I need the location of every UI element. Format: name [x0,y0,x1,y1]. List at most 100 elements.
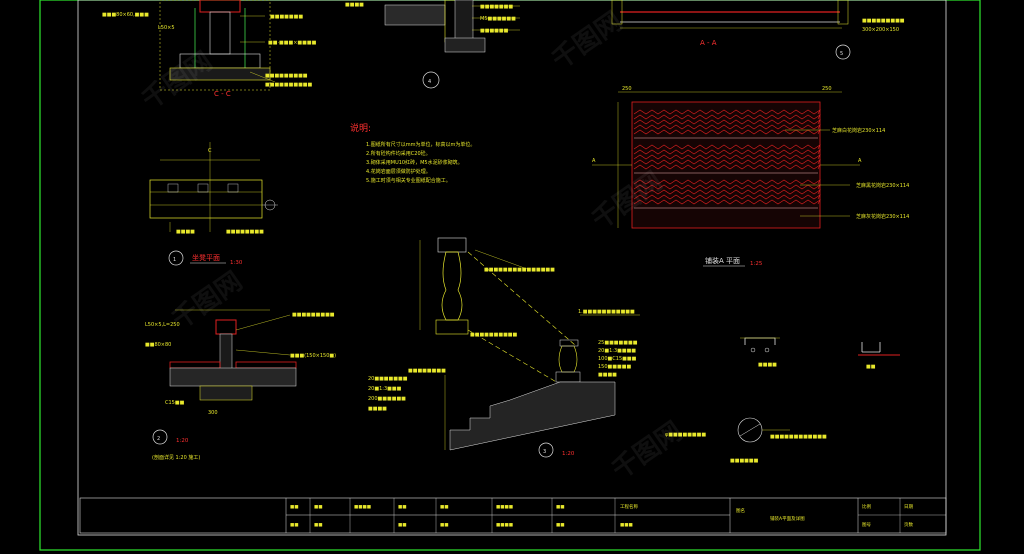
svg-text:■■■■: ■■■■ [345,2,364,8]
plan-a-annotation-3: 芝麻灰花岗岩230×114 [856,213,909,220]
title-block-sheet-label: 页数 [904,521,913,528]
svg-text:150■■■■■: 150■■■■■ [598,364,631,370]
svg-text:■■■(150×150■): ■■■(150×150■) [290,353,336,359]
bench-plan-title: 坐凳平面 [192,253,220,262]
bench-plan-scale: 1:30 [230,260,243,266]
svg-text:■■■■■■■■■■■■: ■■■■■■■■■■■■ [770,434,827,440]
svg-text:■■■■■■■■■: ■■■■■■■■■ [265,73,308,79]
svg-text:■■: ■■ [290,505,299,510]
inner-frame [77,0,947,536]
svg-text:■■: ■■ [440,505,449,510]
svg-text:千图网: 千图网 [547,6,628,75]
svg-text:200■■■■■■: 200■■■■■■ [368,396,406,402]
plan-a-annotation-2: 芝麻黑花岗岩230×114 [856,182,909,189]
svg-text:300×200×150: 300×200×150 [862,27,899,33]
circle-1-number: 1 [173,257,176,263]
svg-text:■■■■■■■■■: ■■■■■■■■■ [862,18,905,24]
circle-1-marker [168,250,184,266]
svg-text:■■■■■■: ■■■■■■ [730,458,759,464]
title-block-scale-label: 比例 [862,503,871,510]
title-block: ■■ ■■ ■■■■ ■■ ■■ ■■■■ ■■ ■■ ■■ ■■ ■■ ■■■… [79,497,947,534]
svg-text:20■1:3■■■: 20■1:3■■■ [368,386,402,392]
herringbone-row [633,189,821,195]
svg-text:■■80×80: ■■80×80 [145,342,171,348]
svg-text:100■C15■■■: 100■C15■■■ [598,356,637,362]
svg-text:M5■■■■■■: M5■■■■■■ [480,16,516,22]
small-bracket-details: ■■■■ ■■ φ■■■■■■■■ ■■■■■■■■■■■■ ■■■■■■ [665,337,900,464]
plan-a-leaders [785,129,850,217]
svg-text:20■■■■■■■: 20■■■■■■■ [368,376,408,382]
svg-text:■■■■: ■■■■ [758,362,777,368]
svg-text:■■: ■■ [556,505,565,510]
svg-text:C15■■: C15■■ [165,400,185,406]
section-cc-label: C - C [214,90,231,98]
section-aa-label: A - A [700,39,717,47]
herringbone-row [633,109,821,115]
svg-text:■■■■■■■■■■: ■■■■■■■■■■ [265,82,313,88]
svg-text:25■■■■■■■: 25■■■■■■■ [598,340,638,346]
bench-plan: ■■■■ ■■■■■■■■ C [149,142,278,235]
svg-text:■■: ■■ [314,505,323,510]
plan-a-scale: 1:25 [750,261,763,267]
svg-text:■■■■■■■■■■: ■■■■■■■■■■ [470,332,518,338]
note-line-2: 2.所有砼构件均采用C20砼。 [366,150,431,157]
herringbone-row [633,154,821,160]
herringbone-row [633,114,821,120]
svg-text:■■■: ■■■ [620,523,633,528]
herringbone-row [633,129,821,135]
note-line-1: 1.图纸所有尺寸以mm为单位，标高以m为单位。 [366,141,475,148]
circle-4-number: 4 [428,79,431,85]
title-block-date-label: 日期 [904,504,913,510]
svg-text:■■■■■■■■: ■■■■■■■■ [226,229,264,235]
svg-text:■■■■■■: ■■■■■■ [480,28,509,34]
section-aa-detail: ■■■■■■■■■ 300×200×150 [611,0,905,33]
svg-text:■■: ■■ [556,523,565,528]
section-cc-detail: ■■■80×60,■■■ ■■■■■■■ ■■·■■■×■■■■ ■■■■■■■… [102,0,317,91]
note-line-5: 5.施工时须与相关专业图纸配合施工。 [366,177,451,184]
svg-text:1.■■■■■■■■■■■: 1.■■■■■■■■■■■ [578,309,635,315]
wall-section-detail: ■■■■■■■ M5■■■■■■ ■■■■■■ ■■■■ [345,0,520,53]
svg-text:■■■■: ■■■■ [496,523,513,528]
title-block-number-label: 图号 [862,522,871,528]
herringbone-hatch [633,109,821,209]
svg-text:20■1:3■■■■: 20■1:3■■■■ [598,348,636,354]
svg-text:■■■■■■■■■■■■■■■: ■■■■■■■■■■■■■■■ [484,267,555,273]
svg-text:■■: ■■ [290,523,299,528]
title-block-project-label: 工程名称 [620,503,638,510]
svg-text:L50×5: L50×5 [158,25,175,31]
svg-text:千图网: 千图网 [607,416,688,485]
svg-text:250: 250 [622,86,632,92]
svg-text:■■■■■■■■■: ■■■■■■■■■ [292,312,335,318]
svg-text:■■■■: ■■■■ [496,505,513,510]
svg-text:■■■■: ■■■■ [598,372,617,378]
herringbone-row [633,199,821,205]
circle-4-marker [422,71,440,89]
svg-text:■■: ■■ [398,505,407,510]
plan-a-title: 铺装A 平面 [705,256,740,265]
herringbone-row [633,164,821,170]
detail-2-section: L50×5,L=250 ■■80×80 ■■■■■■■■■ ■■■(150×15… [145,309,336,416]
svg-text:■■■■■■■: ■■■■■■■ [480,4,513,10]
circle-5-number: 5 [840,51,843,57]
svg-text:L50×5,L=250: L50×5,L=250 [145,322,180,328]
svg-text:■■■■: ■■■■ [176,229,195,235]
svg-text:■■■80×60,■■■: ■■■80×60,■■■ [102,12,149,18]
svg-text:■■■■■■■■: ■■■■■■■■ [408,368,446,374]
svg-text:千图网: 千图网 [137,46,218,115]
detail-3-section: ■■■■■■■■■■■■■■■ 1.■■■■■■■■■■■ ■■■■■■■■■■… [368,237,640,451]
circle-2-marker [152,429,168,445]
herringbone-row [633,124,821,130]
circle-5-marker [835,44,851,60]
svg-text:■■■■■■■: ■■■■■■■ [270,14,303,20]
svg-text:■■: ■■ [398,523,407,528]
svg-text:■■: ■■ [866,364,876,370]
circle-3-marker [538,442,554,458]
herringbone-row [633,119,821,125]
herringbone-row [633,194,821,200]
herringbone-row [633,159,821,165]
outer-frame [39,0,981,551]
svg-text:■■·■■■×■■■■: ■■·■■■×■■■■ [268,40,317,46]
title-block-drawing-name: 铺装A平面及详图 [770,515,805,522]
note-line-4: 4.花岗岩面层须做防护处理。 [366,168,431,175]
